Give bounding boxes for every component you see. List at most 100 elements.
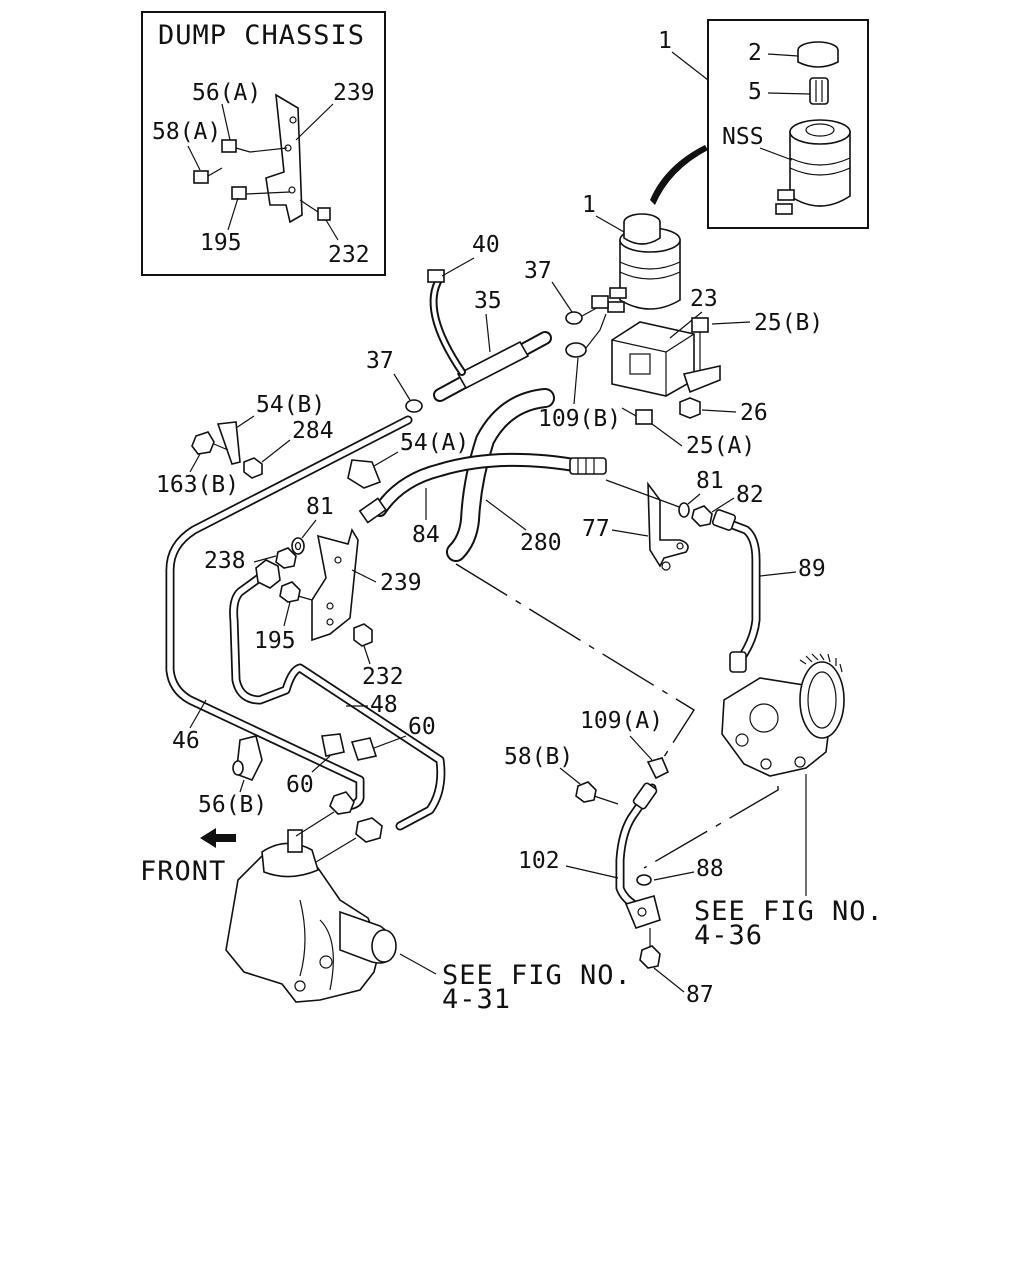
callout-109a: 109(A)	[580, 708, 663, 734]
callout-88: 88	[696, 856, 724, 882]
front-label: FRONT	[140, 856, 226, 887]
hose-clamp-109b	[565, 313, 607, 358]
hose-clamp-109a	[646, 757, 670, 780]
callout-109b: 109(B)	[538, 406, 621, 432]
inset-bracket-239	[265, 93, 303, 224]
bolt-25a	[621, 407, 653, 425]
bolt-58b	[575, 781, 619, 805]
callout-60-upper: 60	[408, 714, 436, 740]
o-ring-88	[636, 874, 652, 886]
pipe-46	[165, 415, 413, 811]
callout-238: 238	[204, 548, 246, 574]
pipe-48	[229, 571, 446, 831]
inset-label-1: 1	[658, 28, 672, 54]
inset-label-232: 232	[328, 242, 370, 268]
nut-82	[691, 505, 713, 527]
front-arrow-icon	[200, 828, 236, 848]
inset-label-56a: 56(A)	[192, 80, 261, 106]
callout-232: 232	[362, 664, 404, 690]
bolt-163b	[191, 431, 229, 455]
callout-40: 40	[472, 232, 500, 258]
inset-dump-chassis-title: DUMP CHASSIS	[158, 20, 365, 51]
inset-reservoir-nss: 1 2 5 NSS	[658, 19, 869, 229]
bolt-195	[279, 581, 313, 603]
hose-clamp-37-lower	[405, 399, 423, 413]
callout-163b: 163(B)	[156, 472, 239, 498]
nut-284	[243, 457, 263, 479]
callout-102: 102	[518, 848, 560, 874]
inset-nut-232	[299, 199, 331, 221]
reservoir-filter-5	[809, 77, 829, 105]
return-hose-280	[446, 388, 555, 562]
hose-35	[433, 331, 552, 402]
hose-clamp-54a	[347, 459, 382, 489]
dashed-reference-280-to-109a	[455, 563, 695, 761]
pipe-clamp-60-lower	[321, 733, 345, 757]
pressure-hose-84	[358, 452, 607, 524]
inset-label-nss: NSS	[722, 124, 764, 150]
see-fig-436-line2: 4-36	[694, 920, 763, 951]
clip-56b	[232, 735, 263, 782]
callout-26: 26	[740, 400, 768, 426]
reservoir-1	[607, 213, 681, 313]
see-fig-436-line1: SEE FIG NO.	[694, 896, 884, 927]
nut-26	[679, 397, 701, 419]
callout-81-left: 81	[306, 494, 334, 520]
callout-46: 46	[172, 728, 200, 754]
hose-clamp-54b	[216, 421, 241, 465]
callout-84: 84	[412, 522, 440, 548]
callout-195: 195	[254, 628, 296, 654]
gear-inlet-fitting	[295, 791, 383, 863]
callout-1: 1	[582, 192, 596, 218]
callout-37-lower: 37	[366, 348, 394, 374]
steering-gear-box	[225, 829, 397, 1003]
inset-label-239: 239	[333, 80, 375, 106]
callout-37-upper: 37	[524, 258, 552, 284]
inset-reservoir-frame	[707, 19, 869, 229]
see-fig-431-line1: SEE FIG NO.	[442, 960, 632, 991]
callout-89: 89	[798, 556, 826, 582]
callout-58b: 58(B)	[504, 744, 573, 770]
inset-bolt-56a	[221, 139, 288, 153]
bolt-25b	[691, 317, 709, 370]
callout-54b: 54(B)	[256, 392, 325, 418]
dashed-reference-pump-to-88	[643, 786, 779, 869]
callout-77: 77	[582, 516, 610, 542]
inset-bolt-195	[231, 186, 291, 200]
inset-dump-chassis: DUMP CHASSIS 56(A) 239 58(A) 195	[141, 11, 386, 276]
bracket-77	[647, 481, 689, 571]
inset-label-2: 2	[748, 40, 762, 66]
power-steering-pump	[721, 653, 845, 777]
callout-25b: 25(B)	[754, 310, 823, 336]
inset-label-58a: 58(A)	[152, 119, 221, 145]
bracket-239	[311, 528, 359, 642]
washer-81-right	[678, 502, 690, 518]
inset-label-5: 5	[748, 79, 762, 105]
hose-band-40	[427, 269, 466, 376]
reservoir-inset-pointer	[650, 145, 708, 205]
callout-87: 87	[686, 982, 714, 1008]
callout-280: 280	[520, 530, 562, 556]
hose-clamp-37-upper	[565, 295, 609, 325]
flare-nut-238	[255, 547, 297, 589]
washer-81-left	[291, 537, 305, 555]
callout-54a: 54(A)	[400, 430, 469, 456]
inset-label-195: 195	[200, 230, 242, 256]
pipe-clamp-60-upper	[350, 737, 378, 761]
callout-82: 82	[736, 482, 764, 508]
callout-60-lower: 60	[286, 772, 314, 798]
callout-239: 239	[380, 570, 422, 596]
callout-23: 23	[690, 286, 718, 312]
inset-dump-chassis-frame	[141, 11, 386, 276]
callout-56b: 56(B)	[198, 792, 267, 818]
callout-81-right: 81	[696, 468, 724, 494]
callout-25a: 25(A)	[686, 433, 755, 459]
callout-48: 48	[370, 692, 398, 718]
pipe-89	[711, 509, 761, 673]
bolt-87	[639, 928, 661, 969]
reservoir-bracket-23	[611, 321, 721, 397]
callout-284: 284	[292, 418, 334, 444]
callout-35: 35	[474, 288, 502, 314]
inset-bolt-58a	[193, 167, 223, 184]
